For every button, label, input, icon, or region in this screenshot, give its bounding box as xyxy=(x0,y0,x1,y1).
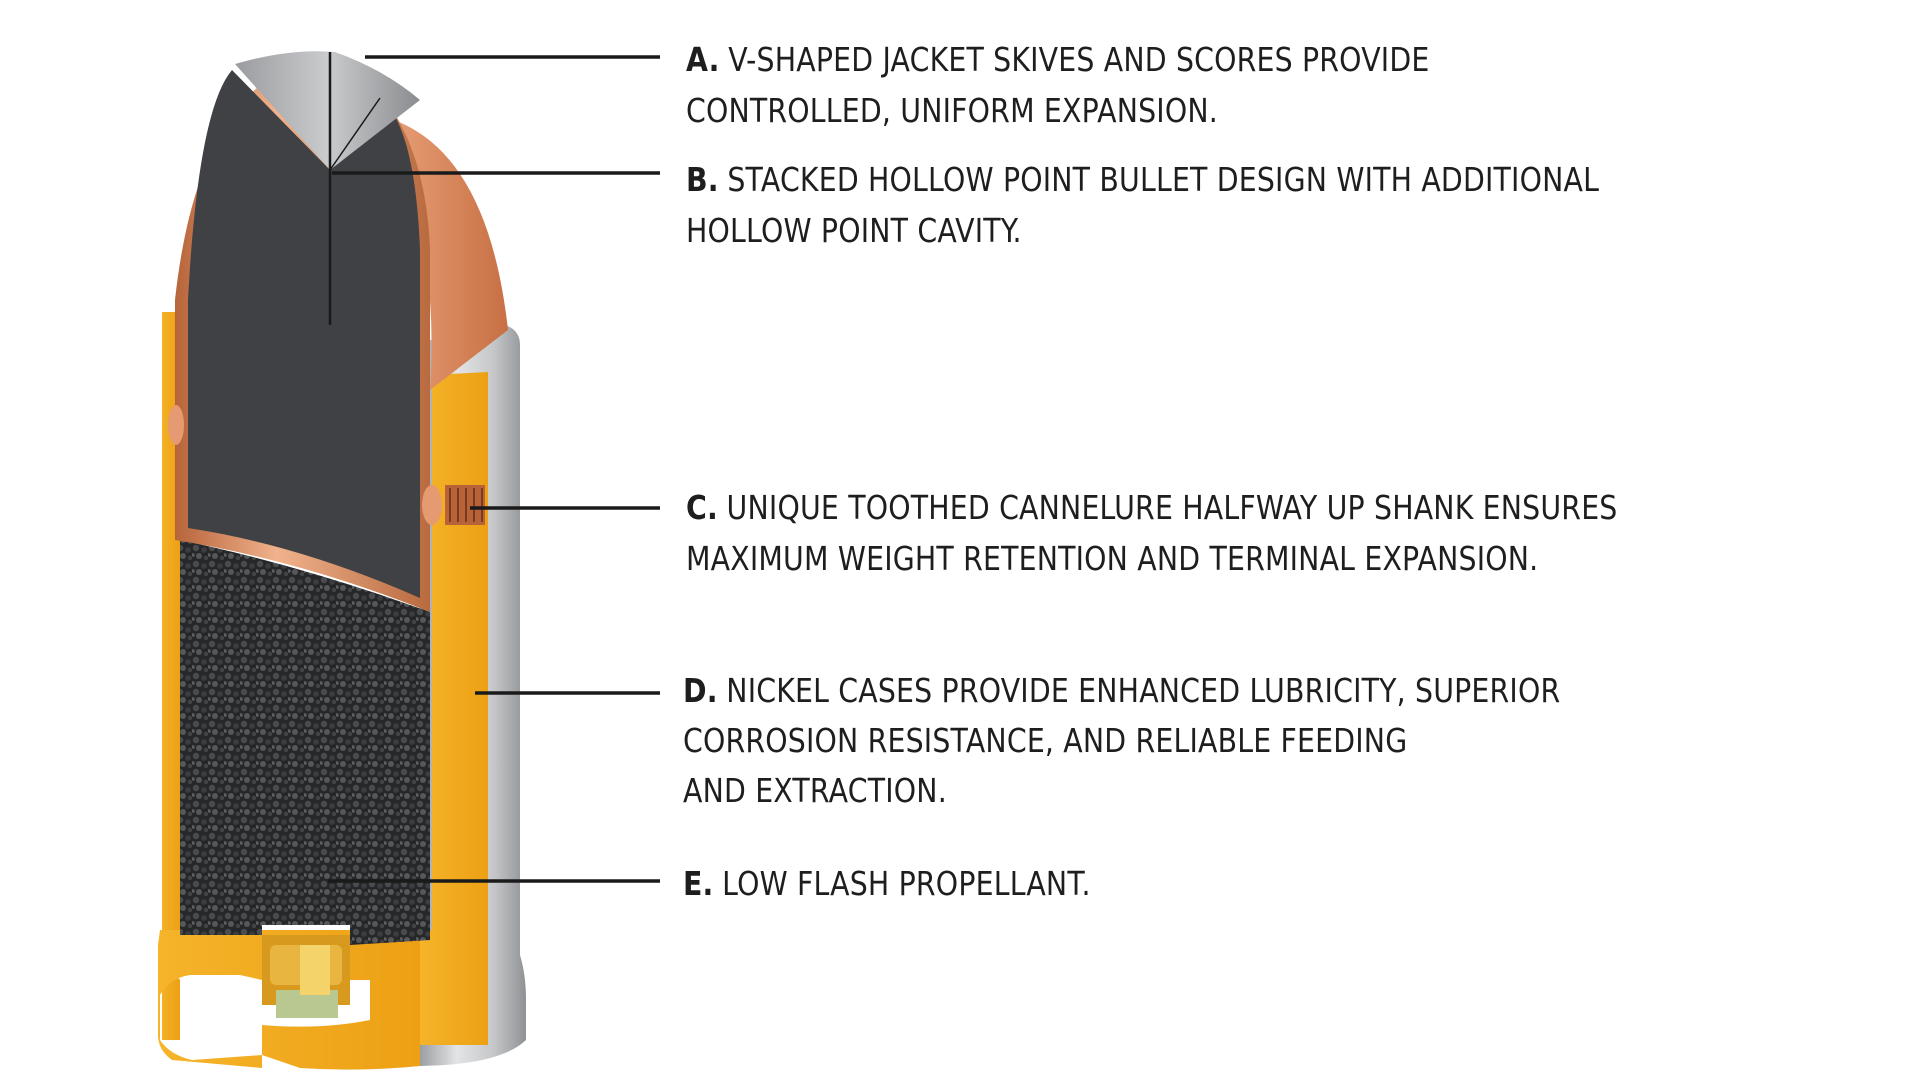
callout-text: LOW FLASH PROPELLANT. xyxy=(722,864,1091,903)
callout-text: NICKEL CASES PROVIDE ENHANCED LUBRICITY,… xyxy=(726,671,1561,710)
callout-letter: B. xyxy=(686,160,719,199)
callout-text: CONTROLLED, UNIFORM EXPANSION. xyxy=(686,91,1218,130)
callout-text: AND EXTRACTION. xyxy=(683,771,947,810)
callout-text: STACKED HOLLOW POINT BULLET DESIGN WITH … xyxy=(727,160,1600,199)
brass-case-wall-left xyxy=(158,312,180,1040)
callout-d: D.NICKEL CASES PROVIDE ENHANCED LUBRICIT… xyxy=(683,666,1698,816)
toothed-cannelure xyxy=(445,485,485,525)
brass-case-base xyxy=(158,930,420,1070)
callout-text: MAXIMUM WEIGHT RETENTION AND TERMINAL EX… xyxy=(686,539,1539,578)
callout-letter: C. xyxy=(686,488,718,527)
callout-b: B.STACKED HOLLOW POINT BULLET DESIGN WIT… xyxy=(686,154,1701,256)
callout-c: C.UNIQUE TOOTHED CANNELURE HALFWAY UP SH… xyxy=(686,482,1701,584)
callout-letter: E. xyxy=(683,864,714,903)
hollow-point-cavity xyxy=(235,51,420,171)
callout-letter: A. xyxy=(686,40,720,79)
callout-text: V-SHAPED JACKET SKIVES AND SCORES PROVID… xyxy=(728,40,1430,79)
callout-e: E.LOW FLASH PROPELLANT. xyxy=(683,858,1698,909)
callout-text: CORROSION RESISTANCE, AND RELIABLE FEEDI… xyxy=(683,721,1408,760)
callout-text: HOLLOW POINT CAVITY. xyxy=(686,211,1022,250)
callout-letter: D. xyxy=(683,671,718,710)
callout-text: UNIQUE TOOTHED CANNELURE HALFWAY UP SHAN… xyxy=(726,488,1618,527)
lead-core xyxy=(188,70,420,598)
brass-case-wall-right xyxy=(420,372,488,1045)
callout-a: A.V-SHAPED JACKET SKIVES AND SCORES PROV… xyxy=(686,34,1701,136)
propellant-powder xyxy=(180,540,430,945)
